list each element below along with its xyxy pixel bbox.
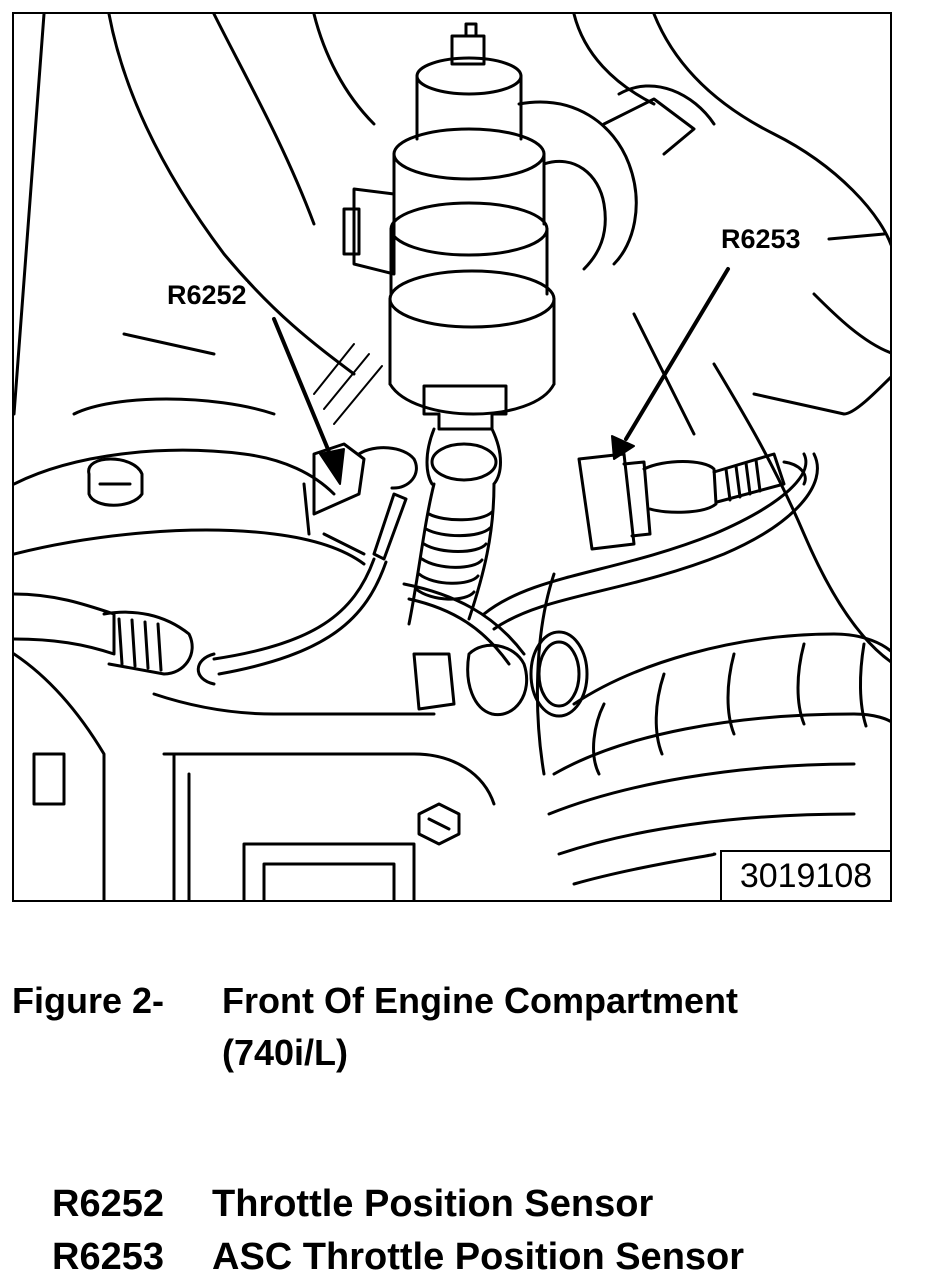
caption-title-line1: Front Of Engine Compartment — [222, 980, 738, 1021]
engine-line-drawing — [14, 14, 890, 900]
figure-caption: Figure 2- Front Of Engine Compartment (74… — [12, 975, 738, 1079]
caption-title-line2: (740i/L) — [222, 1032, 349, 1074]
legend-item: R6253 ASC Throttle Position Sensor — [52, 1231, 744, 1284]
legend-description: ASC Throttle Position Sensor — [212, 1236, 745, 1279]
engine-compartment-figure: R6252 R6253 3019108 — [12, 12, 892, 902]
callout-label-r6253: R6253 — [721, 224, 801, 254]
figure-image-number: 3019108 — [720, 850, 890, 900]
legend-code: R6253 — [52, 1236, 164, 1279]
legend: R6252 Throttle Position Sensor R6253 ASC T… — [52, 1178, 744, 1284]
legend-item: R6252 Throttle Position Sensor — [52, 1178, 744, 1231]
legend-code: R6252 — [52, 1183, 164, 1225]
callout-label-r6252: R6252 — [167, 280, 247, 310]
caption-prefix: Figure 2- — [12, 980, 165, 1021]
legend-description: Throttle Position Sensor — [212, 1183, 654, 1225]
